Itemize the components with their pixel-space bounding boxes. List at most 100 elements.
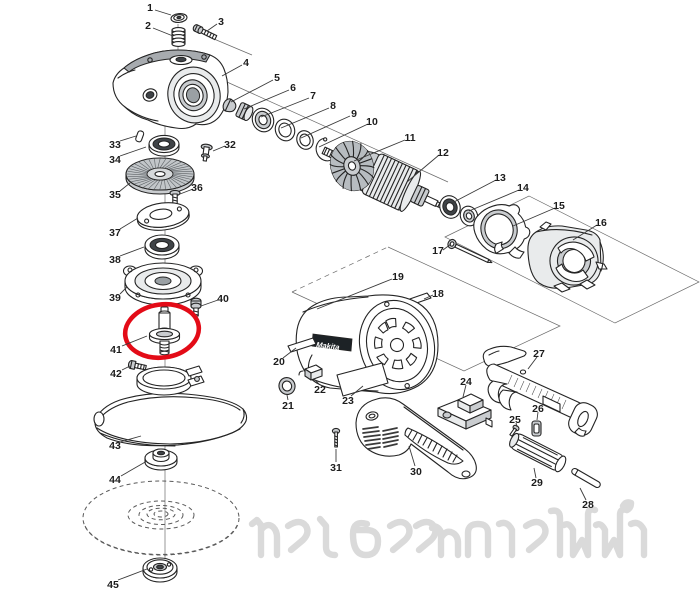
part-26-grommet: [531, 420, 542, 437]
part-label-44: 44: [109, 474, 121, 486]
leader-line-24: [462, 384, 467, 398]
leader-line-25: [515, 422, 518, 428]
part-label-38: 38: [109, 254, 121, 266]
part-8-ring: [274, 118, 296, 142]
leader-lines: [117, 9, 598, 581]
brand-label: Makita: [316, 340, 340, 352]
part-label-13: 13: [494, 172, 506, 184]
part-label-11: 11: [404, 132, 415, 144]
part-label-30: 30: [410, 466, 422, 478]
part-label-36: 36: [191, 182, 203, 194]
leader-line-12: [406, 154, 440, 183]
part-label-8: 8: [330, 100, 336, 112]
part-label-41: 41: [110, 344, 122, 356]
part-4-gear-housing: [112, 49, 229, 130]
leader-line-39: [119, 286, 128, 295]
part-label-21: 21: [282, 400, 294, 412]
part-label-32: 32: [224, 139, 236, 151]
part-label-17: 17: [432, 245, 444, 257]
watermark-thai-glyphs: [248, 499, 648, 559]
part-label-34: 34: [109, 154, 121, 166]
leader-line-7: [260, 97, 310, 118]
part-19-motor-housing: Makita: [295, 294, 439, 395]
part-label-45: 45: [107, 579, 119, 591]
leader-line-13: [451, 179, 497, 204]
part-42-screw: [127, 360, 147, 371]
part-label-25: 25: [509, 414, 521, 426]
leader-line-20: [282, 347, 297, 359]
part-label-23: 23: [342, 395, 354, 407]
part-32-pin: [200, 143, 213, 162]
part-label-19: 19: [392, 271, 404, 283]
leader-line-34: [119, 146, 147, 157]
part-label-18: 18: [432, 288, 444, 300]
part-45-lock-nut: [142, 557, 178, 583]
part-label-14: 14: [517, 182, 529, 194]
part-43-wheel-guard: [93, 365, 248, 447]
leader-line-29: [533, 467, 537, 479]
leader-line-8: [280, 107, 330, 129]
part-44-inner-flange: [144, 448, 178, 471]
leader-line-33: [119, 135, 137, 142]
leader-line-45: [117, 568, 148, 581]
leader-line-38: [119, 246, 145, 257]
leader-line-21: [286, 394, 289, 401]
leader-line-41: [121, 335, 148, 347]
part-15-baffle-plate: [473, 204, 531, 259]
part-label-35: 35: [109, 189, 121, 201]
part-40-bolt: [190, 297, 202, 317]
part-39-bearing-box: [122, 262, 204, 306]
part-label-27: 27: [533, 348, 545, 360]
leader-line-35: [119, 182, 131, 192]
leader-line-27: [527, 356, 538, 370]
leader-line-9: [300, 115, 351, 139]
part-label-16: 16: [595, 217, 607, 229]
leader-line-18: [423, 294, 434, 300]
leader-line-10: [318, 123, 369, 148]
part-41-spindle: [148, 306, 181, 356]
part-label-42: 42: [110, 368, 122, 380]
part-label-39: 39: [109, 292, 121, 304]
part-label-20: 20: [273, 356, 285, 368]
part-label-33: 33: [109, 139, 121, 151]
leader-line-26: [536, 411, 539, 421]
part-14-ring: [459, 205, 479, 227]
leader-line-44: [120, 460, 148, 477]
part-24-switch: [437, 393, 493, 430]
part-5-cap-nut: [222, 98, 237, 113]
part-label-7: 7: [310, 90, 316, 102]
leader-line-2: [152, 27, 174, 37]
grinding-wheel-dashed: [82, 480, 240, 556]
part-label-26: 26: [532, 403, 544, 415]
part-label-12: 12: [437, 147, 449, 159]
highlight-ellipse: [122, 301, 202, 361]
part-label-29: 29: [531, 477, 543, 489]
part-33-pin: [135, 130, 145, 143]
leader-line-23: [350, 385, 364, 397]
part-12-armature: [321, 140, 446, 212]
part-label-5: 5: [274, 72, 280, 84]
leader-line-15: [512, 207, 556, 227]
part-23-plate: [336, 362, 389, 397]
leader-line-5: [230, 79, 274, 103]
part-27-handle-bracket: [482, 345, 598, 437]
part-6-collar: [235, 102, 254, 122]
leader-line-6: [243, 89, 290, 110]
part-label-22: 22: [314, 384, 326, 396]
part-label-40: 40: [217, 293, 229, 305]
part-label-4: 4: [243, 57, 249, 69]
part-1-cap: [170, 12, 188, 24]
part-38-bearing: [144, 234, 180, 260]
leader-line-1: [154, 9, 172, 16]
part-label-24: 24: [460, 376, 472, 388]
part-13-bearing: [439, 195, 461, 219]
part-label-31: 31: [330, 462, 342, 474]
part-9-ring: [296, 130, 314, 150]
leader-line-32: [212, 145, 226, 152]
leader-line-22: [313, 378, 320, 385]
part-label-2: 2: [145, 20, 151, 32]
part-label-3: 3: [218, 16, 224, 28]
part-35-gear-fan: [125, 157, 195, 195]
